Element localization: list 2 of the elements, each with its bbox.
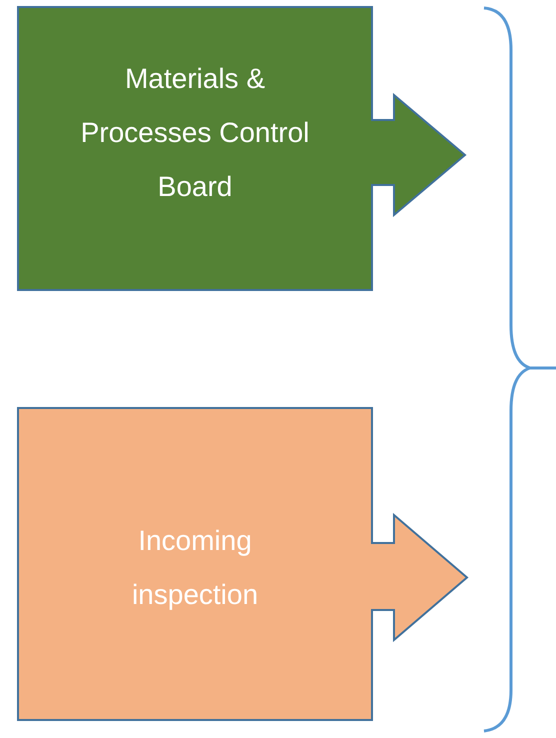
box-label: Incoming inspection (130, 524, 260, 612)
box-label: Materials & Processes Control Board (80, 62, 310, 204)
